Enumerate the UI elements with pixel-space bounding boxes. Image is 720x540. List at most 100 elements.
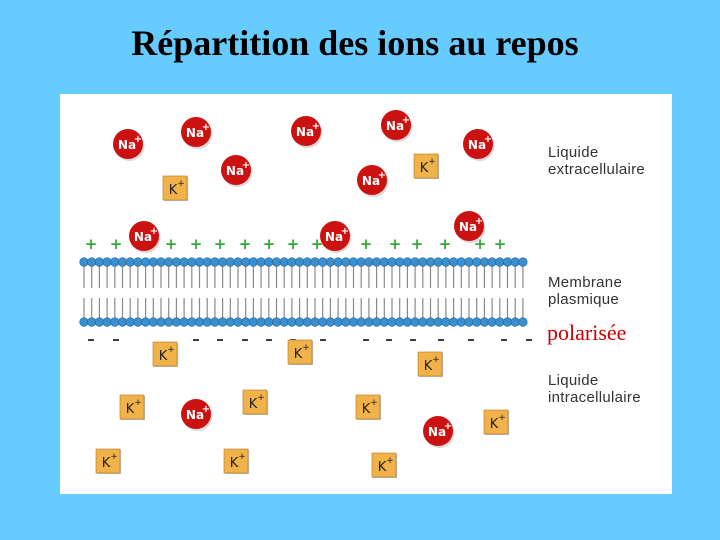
lipid-head-inner [348,317,359,327]
lipid-head-outer [87,257,97,267]
lipid-head-inner [295,317,305,327]
svg-text:+: + [402,115,410,126]
svg-text:K: K [126,402,135,417]
plasma-membrane [79,257,528,327]
lipid-head-inner [310,317,320,327]
svg-text:K: K [420,161,429,176]
lipid-head-outer [495,257,505,267]
potassium-ion: K+ [223,448,249,474]
sodium-ion: Na+ [181,117,213,149]
lipid-head-inner [372,317,382,327]
potassium-ion: K+ [287,339,313,365]
lipid-head-inner [164,317,174,327]
lipid-head-inner [433,317,443,327]
negative-charge: – [319,330,327,348]
lipid-head-outer [310,257,320,267]
lipid-head-inner [110,317,120,327]
svg-text:+: + [242,160,250,171]
potassium-ion: K+ [95,448,121,474]
sodium-ion: Na+ [113,129,145,161]
lipid-head-outer [387,257,397,267]
ion-distribution-diagram: +++++++++++++++–––––––––––––––Na+Na+Na+N… [79,110,533,478]
svg-text:K: K [424,359,433,374]
negative-charge: – [87,330,95,348]
lipid-head-inner [456,317,466,327]
lipid-head-outer [140,257,151,267]
lipid-head-inner [156,317,166,327]
lipid-head-inner [148,317,158,327]
svg-text:Na: Na [468,138,486,152]
negative-charge: – [216,330,224,348]
lipid-head-outer [441,257,451,267]
positive-charge: + [287,235,300,253]
lipid-head-inner [518,317,528,327]
lipid-head-inner [364,317,374,327]
svg-text:+: + [498,413,506,423]
svg-text:+: + [484,134,492,145]
svg-text:+: + [302,343,310,353]
svg-text:K: K [378,460,387,475]
potassium-ion: K+ [355,394,381,420]
positive-charge: + [239,235,252,253]
lipid-head-outer [341,257,351,267]
lipid-head-outer [110,257,120,267]
negative-charge: – [467,330,475,348]
svg-text:+: + [202,404,210,415]
lipid-head-outer [449,257,459,267]
lipid-head-inner [472,317,482,327]
lipid-head-outer [502,257,513,267]
lipid-head-inner [125,317,135,327]
svg-text:K: K [230,456,239,471]
lipid-head-inner [395,317,405,327]
svg-text:Na: Na [226,164,244,178]
lipid-head-outer [325,257,336,267]
lipid-head-outer [271,257,282,267]
lipid-head-inner [502,317,513,327]
lipid-head-inner [94,317,105,327]
lipid-head-inner [356,317,366,327]
lipid-head-inner [318,317,328,327]
lipid-head-inner [441,317,451,327]
svg-text:+: + [134,398,142,408]
lipid-head-outer [179,257,189,267]
potassium-ion: K+ [162,175,188,201]
lipid-head-inner [133,317,143,327]
lipid-head-outer [456,257,466,267]
lipid-head-inner [248,317,258,327]
lipid-head-outer [472,257,482,267]
lipid-head-inner [256,317,266,327]
potassium-ion: K+ [152,341,178,367]
lipid-head-inner [279,317,289,327]
svg-text:K: K [362,402,371,417]
svg-text:Na: Na [296,125,314,139]
lipid-head-outer [156,257,166,267]
lipid-head-outer [133,257,143,267]
sodium-ion: Na+ [423,416,455,448]
lipid-head-outer [117,257,128,267]
svg-text:K: K [102,456,111,471]
lipid-head-outer [233,257,243,267]
lipid-head-outer [518,257,528,267]
lipid-head-outer [487,257,497,267]
lipid-head-inner [333,317,343,327]
diagram-panel: +++++++++++++++–––––––––––––––Na+Na+Na+N… [60,94,672,494]
label-membrane-line2: plasmique [548,291,620,308]
potassium-ion: K+ [413,153,439,179]
lipid-head-inner [218,317,228,327]
sodium-ion: Na+ [129,221,161,253]
label-polarized: polarisée [547,320,627,345]
lipid-head-outer [395,257,405,267]
svg-text:+: + [134,134,142,145]
svg-text:+: + [370,398,378,408]
lipid-head-inner [87,317,97,327]
positive-charge: + [360,235,373,253]
svg-text:+: + [202,122,210,133]
lipid-head-outer [125,257,135,267]
label-membrane-line1: Membrane [548,274,623,291]
lipid-head-inner [194,317,205,327]
svg-text:+: + [177,179,185,189]
lipid-head-outer [256,257,266,267]
lipid-head-inner [264,317,274,327]
svg-text:+: + [428,157,436,167]
lipid-head-inner [171,317,181,327]
